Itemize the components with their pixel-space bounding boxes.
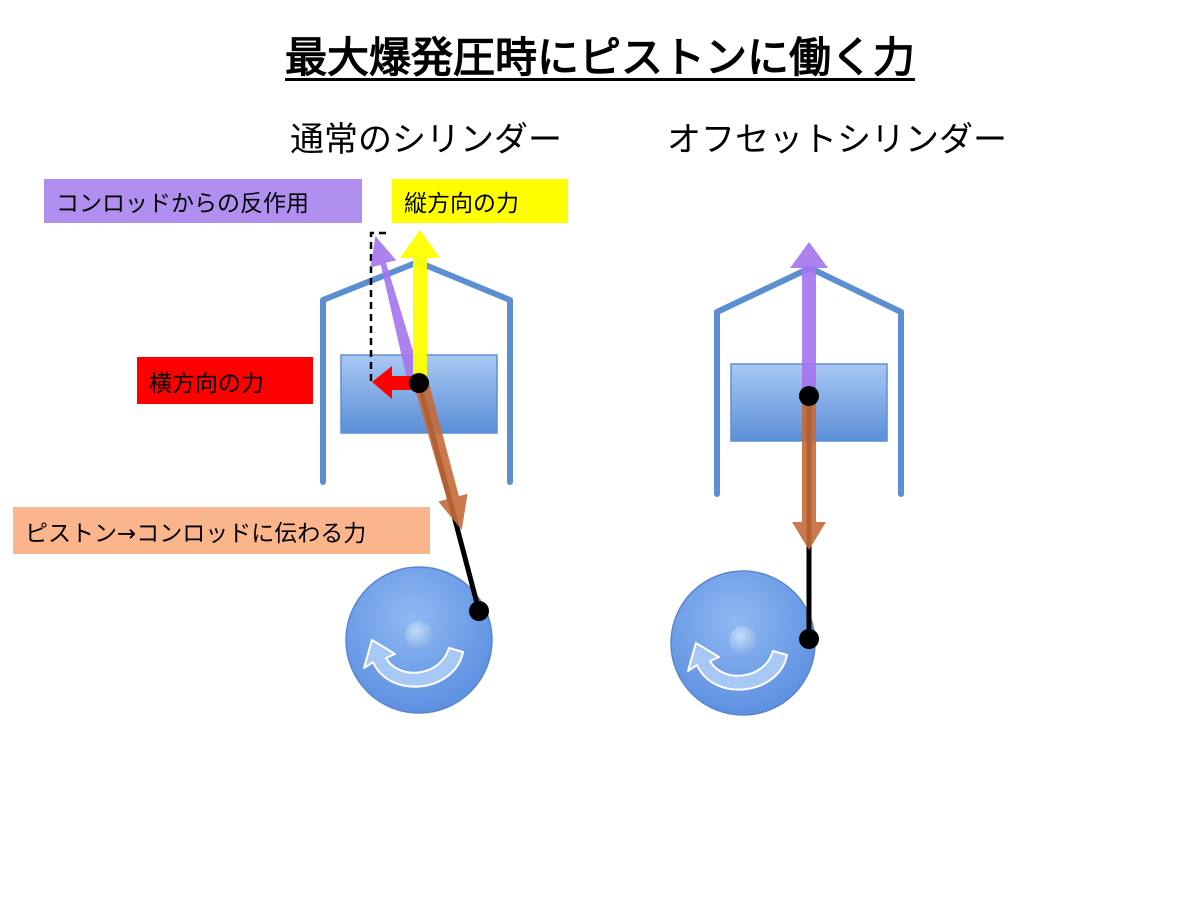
normal-rotation-arrow-icon xyxy=(363,639,464,688)
normal-force-guide-dashed xyxy=(369,231,390,381)
normal-lateral-force-arrow xyxy=(372,366,419,399)
page-title-text: 最大爆発圧時にピストンに働く力 xyxy=(284,33,915,82)
offset-rotation-arrow-icon xyxy=(687,642,788,691)
normal-transmitted-force-arrow xyxy=(414,382,468,530)
offset-cylinder-group xyxy=(670,242,904,716)
normal-reaction-arrow xyxy=(370,236,423,386)
offset-crank-hub xyxy=(729,626,757,654)
normal-crank-hub xyxy=(405,621,433,649)
page-title: 最大爆発圧時にピストンに働く力 xyxy=(0,24,1200,85)
offset-transmitted-force-arrow xyxy=(792,399,826,550)
panel-heading-normal: 通常のシリンダー xyxy=(290,120,562,160)
label-reaction-force: コンロッドからの反作用 xyxy=(44,179,362,223)
label-vertical-force: 縦方向の力 xyxy=(392,179,568,223)
normal-piston-pin xyxy=(409,373,429,393)
label-lateral-force: 横方向の力 xyxy=(137,357,313,404)
panel-heading-offset: オフセットシリンダー xyxy=(667,120,1007,160)
offset-piston-pin xyxy=(799,386,819,406)
offset-reaction-arrow xyxy=(790,242,828,393)
normal-crank-pin xyxy=(469,601,489,621)
normal-vertical-force-arrow xyxy=(400,230,440,381)
label-transmitted-force: ピストン→コンロッドに伝わる力 xyxy=(13,507,430,554)
normal-cylinder-group xyxy=(320,230,513,714)
offset-crank-pin xyxy=(799,629,819,649)
